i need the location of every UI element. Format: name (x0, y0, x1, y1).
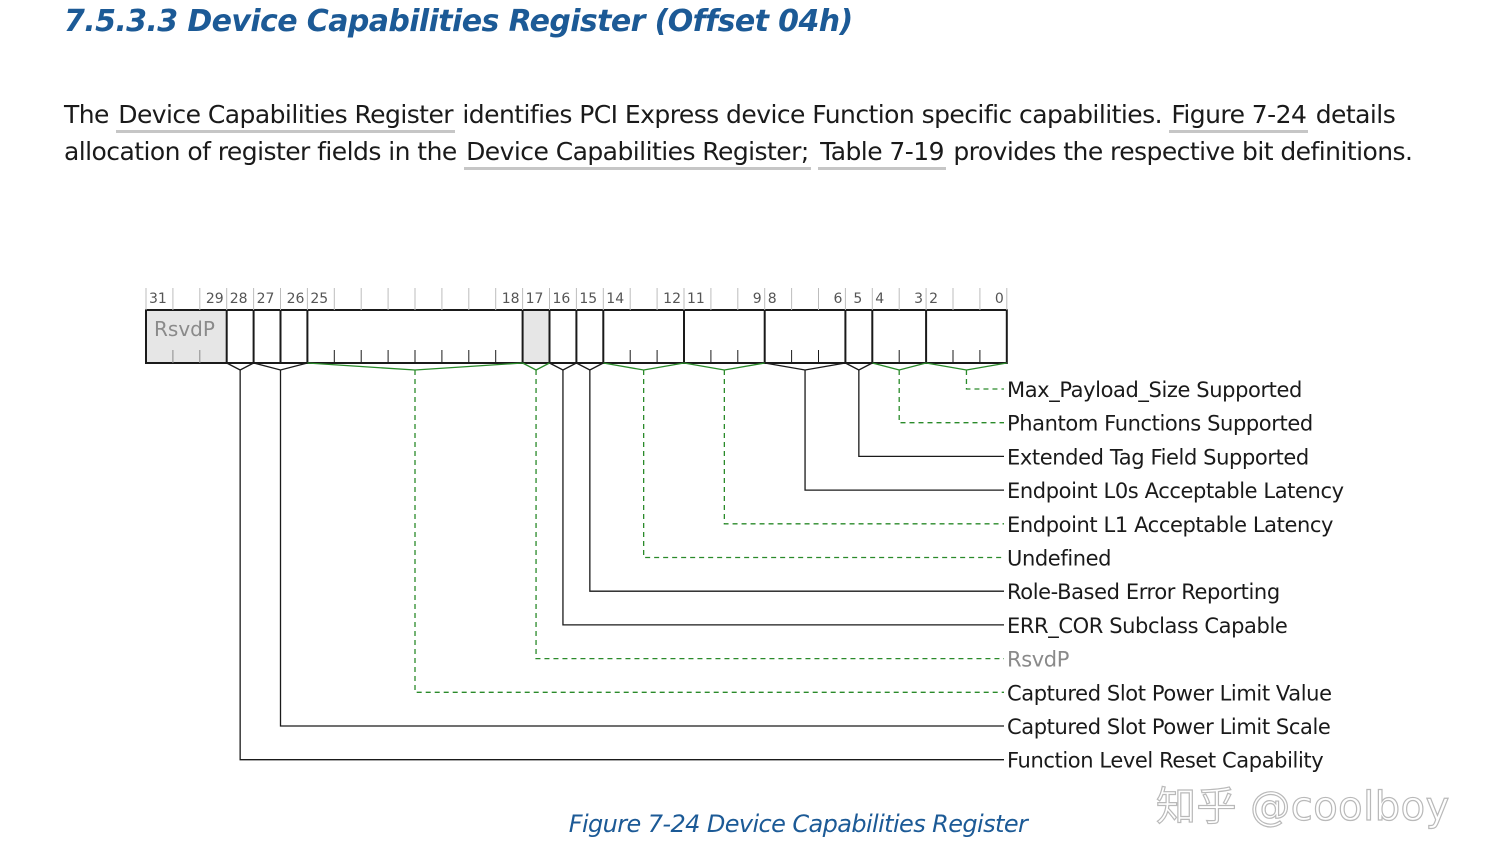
field-brace (226, 362, 254, 371)
field-brace (872, 362, 927, 371)
field-leader-line (535, 370, 1004, 660)
device-capabilities-register-link-2[interactable]: Device Capabilities Register; (464, 137, 811, 170)
bit-number-label: 29 (206, 291, 224, 307)
bit-number-label: 18 (502, 291, 520, 307)
field-leader-line (414, 370, 1004, 693)
bit-number-label: 3 (914, 291, 923, 307)
bit-number-label: 0 (995, 291, 1004, 307)
field-label: Phantom Functions Supported (1007, 412, 1313, 436)
field-leader-line (858, 370, 1004, 458)
paragraph-text: identifies PCI Express device Function s… (455, 100, 1170, 129)
field-brace (549, 362, 577, 371)
bit-number-label: 17 (526, 291, 544, 307)
field-label: Undefined (1007, 547, 1111, 571)
field-label: Extended Tag Field Supported (1007, 445, 1309, 469)
section-heading: 7.5.3.3 Device Capabilities Register (Of… (64, 4, 853, 39)
bit-number-label: 14 (606, 291, 624, 307)
field-label: Captured Slot Power Limit Scale (1007, 715, 1330, 739)
paragraph-text: allocation of register fields in the (64, 137, 465, 166)
bit-number-label: 6 (833, 291, 842, 307)
reserved-block-17 (522, 310, 550, 363)
bit-number-label: 11 (687, 291, 705, 307)
bit-number-label: 26 (287, 291, 305, 307)
field-leader-line (279, 370, 1004, 727)
bit-number-label: 25 (310, 291, 328, 307)
field-leader-line (239, 370, 1004, 761)
field-brace (925, 362, 1007, 371)
bit-number-label: 9 (753, 291, 762, 307)
watermark: 知乎 @coolboy (1155, 783, 1450, 830)
bit-number-label: 12 (663, 291, 681, 307)
bit-number-label: 15 (579, 291, 597, 307)
paragraph-text: details (1308, 100, 1396, 129)
paragraph-line-1: The Device Capabilities Register identif… (64, 96, 1474, 133)
table-7-19-link[interactable]: Table 7-19 (818, 137, 946, 170)
bit-number-label: 31 (149, 291, 167, 307)
bit-number-label: 16 (553, 291, 571, 307)
field-label: Endpoint L0s Acceptable Latency (1007, 479, 1344, 503)
field-leader-line (965, 370, 1004, 390)
device-capabilities-register-link[interactable]: Device Capabilities Register (116, 100, 455, 133)
figure-7-24-link[interactable]: Figure 7-24 (1169, 100, 1309, 133)
field-label: Max_Payload_Size Supported (1007, 378, 1302, 403)
paragraph-line-2: allocation of register fields in the Dev… (64, 133, 1474, 170)
bit-number-label: 4 (875, 291, 884, 307)
field-label: Endpoint L1 Acceptable Latency (1007, 513, 1333, 537)
field-label: Captured Slot Power Limit Value (1007, 681, 1332, 705)
field-leader-line (562, 370, 1004, 626)
field-label: Function Level Reset Capability (1007, 749, 1323, 773)
field-brace (522, 362, 550, 371)
field-brace (845, 362, 873, 371)
intro-paragraph: The Device Capabilities Register identif… (64, 96, 1474, 170)
field-label: RsvdP (1007, 648, 1069, 672)
field-leader-line (643, 370, 1004, 559)
field-leader-line (723, 370, 1004, 525)
reserved-label: RsvdP (154, 317, 215, 341)
field-leader-line (898, 370, 1004, 424)
bit-number-label: 5 (853, 291, 862, 307)
field-brace (603, 362, 685, 371)
bit-number-label: 2 (929, 291, 938, 307)
field-brace (253, 362, 308, 371)
bit-number-label: 8 (768, 291, 777, 307)
reserved-block-31-29 (146, 310, 227, 363)
field-leader-line (589, 370, 1004, 592)
field-label: Role-Based Error Reporting (1007, 580, 1280, 604)
field-brace (764, 362, 846, 371)
field-brace (576, 362, 604, 371)
figure-caption: Figure 7-24 Device Capabilities Register (568, 810, 1028, 838)
bit-number-label: 27 (257, 291, 275, 307)
field-label: ERR_COR Subclass Capable (1007, 614, 1287, 639)
field-brace (307, 362, 523, 371)
paragraph-text: provides the respective bit definitions. (945, 137, 1413, 166)
paragraph-text: The (64, 100, 117, 129)
bit-number-label: 28 (230, 291, 248, 307)
field-brace (683, 362, 765, 371)
field-leader-line (804, 370, 1004, 491)
